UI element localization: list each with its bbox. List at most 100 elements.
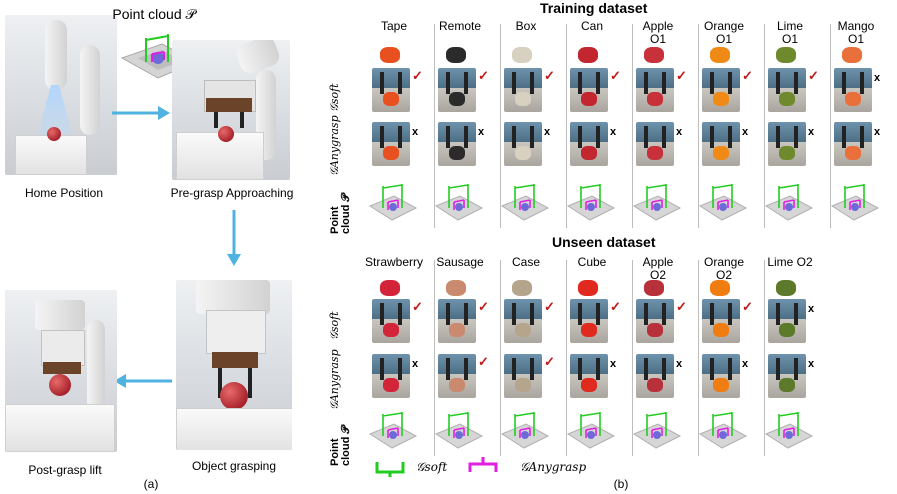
success-check-icon: ✓ bbox=[808, 68, 819, 83]
grasped-object bbox=[383, 323, 399, 337]
failure-x-icon: x bbox=[808, 358, 815, 370]
object-label: Case bbox=[511, 255, 540, 269]
grasped-object bbox=[647, 146, 663, 160]
anygrasp-image bbox=[636, 122, 674, 166]
gripper-finger bbox=[512, 126, 516, 148]
gripper-finger bbox=[512, 358, 516, 380]
failure-x-icon: x bbox=[874, 72, 881, 84]
point-cloud-image bbox=[566, 184, 616, 221]
grasped-object bbox=[515, 146, 531, 160]
soft-grasp-image bbox=[438, 68, 476, 112]
anygrasp-image bbox=[570, 354, 608, 398]
gripper-finger bbox=[446, 72, 450, 94]
gripper-finger bbox=[728, 358, 732, 380]
gripper-finger bbox=[728, 303, 732, 325]
point-cloud-image bbox=[764, 412, 814, 449]
column-separator bbox=[698, 24, 699, 228]
step-home-position: Home Position bbox=[24, 186, 104, 200]
soft-grasp-image bbox=[372, 68, 410, 112]
success-check-icon: ✓ bbox=[742, 68, 753, 83]
point-cloud-label: Point cloud 𝒫 bbox=[112, 6, 196, 22]
point-cloud-image bbox=[632, 412, 682, 449]
gripper-finger bbox=[860, 126, 864, 148]
grasped-object bbox=[581, 323, 597, 337]
gripper-finger bbox=[530, 303, 534, 325]
gripper-finger bbox=[776, 358, 780, 380]
failure-x-icon: x bbox=[544, 126, 551, 138]
column-separator bbox=[632, 24, 633, 228]
soft-grasp-image bbox=[636, 68, 674, 112]
gripper-finger bbox=[644, 303, 648, 325]
unseen-dataset-title: Unseen dataset bbox=[552, 234, 656, 250]
object-thumbnail bbox=[380, 47, 400, 63]
step-object-grasping: Object grasping bbox=[191, 459, 277, 473]
row-label-anygrasp-training: 𝒢Anygrasp bbox=[328, 115, 341, 176]
object-thumbnail bbox=[512, 47, 532, 63]
object-thumbnail bbox=[446, 280, 466, 296]
grasped-object bbox=[845, 146, 861, 160]
home-position-image bbox=[5, 15, 117, 175]
point-cloud-image bbox=[566, 412, 616, 449]
success-check-icon: ✓ bbox=[676, 299, 687, 314]
object-thumbnail bbox=[512, 280, 532, 296]
object-thumbnail bbox=[776, 47, 796, 63]
soft-grasp-image bbox=[768, 299, 806, 343]
success-check-icon: ✓ bbox=[478, 299, 489, 314]
gripper-finger bbox=[776, 126, 780, 148]
object-thumbnail bbox=[776, 280, 796, 296]
object-thumbnail bbox=[644, 47, 664, 63]
object-label: Tape bbox=[380, 19, 408, 33]
grasped-object bbox=[383, 92, 399, 106]
gripper-finger bbox=[446, 126, 450, 148]
gripper-finger bbox=[794, 358, 798, 380]
gripper-finger bbox=[860, 72, 864, 94]
failure-x-icon: x bbox=[874, 126, 881, 138]
point-cloud-image bbox=[434, 412, 484, 449]
gripper-finger bbox=[794, 303, 798, 325]
failure-x-icon: x bbox=[742, 358, 749, 370]
soft-grasp-image bbox=[636, 299, 674, 343]
grasped-object bbox=[383, 378, 399, 392]
point-cloud-image bbox=[500, 184, 550, 221]
gripper-finger bbox=[644, 126, 648, 148]
anygrasp-image bbox=[702, 354, 740, 398]
object-label: Lime O1 bbox=[776, 19, 803, 46]
object-thumbnail bbox=[644, 280, 664, 296]
gripper-finger bbox=[728, 126, 732, 148]
success-check-icon: ✓ bbox=[676, 68, 687, 83]
step-post-grasp-lift: Post-grasp lift bbox=[28, 463, 102, 477]
grasped-object bbox=[581, 146, 597, 160]
success-check-icon: ✓ bbox=[412, 68, 423, 83]
object-thumbnail bbox=[578, 47, 598, 63]
anygrasp-image bbox=[834, 122, 872, 166]
point-cloud-image bbox=[368, 412, 418, 449]
gripper-finger bbox=[464, 126, 468, 148]
object-thumbnail bbox=[710, 47, 730, 63]
soft-grasp-image bbox=[570, 68, 608, 112]
anygrasp-image bbox=[636, 354, 674, 398]
panel-a-caption: (a) bbox=[143, 477, 159, 491]
object-label: Remote bbox=[438, 19, 482, 33]
gripper-finger bbox=[530, 72, 534, 94]
gripper-finger bbox=[380, 358, 384, 380]
soft-grasp-image bbox=[504, 299, 542, 343]
gripper-finger bbox=[578, 72, 582, 94]
gripper-finger bbox=[398, 126, 402, 148]
column-separator bbox=[500, 24, 501, 228]
point-cloud-image bbox=[698, 184, 748, 221]
grasped-object bbox=[515, 378, 531, 392]
gripper-finger bbox=[710, 126, 714, 148]
gripper-finger bbox=[398, 72, 402, 94]
soft-grasp-image bbox=[570, 299, 608, 343]
anygrasp-image bbox=[504, 354, 542, 398]
gripper-finger bbox=[596, 358, 600, 380]
success-check-icon: ✓ bbox=[742, 299, 753, 314]
grasped-object bbox=[449, 92, 465, 106]
anygrasp-image bbox=[570, 122, 608, 166]
gripper-finger bbox=[380, 303, 384, 325]
grasped-object bbox=[449, 146, 465, 160]
object-label: Mango O1 bbox=[837, 19, 875, 46]
grasped-object bbox=[647, 323, 663, 337]
grasped-object bbox=[449, 378, 465, 392]
gripper-finger bbox=[464, 303, 468, 325]
